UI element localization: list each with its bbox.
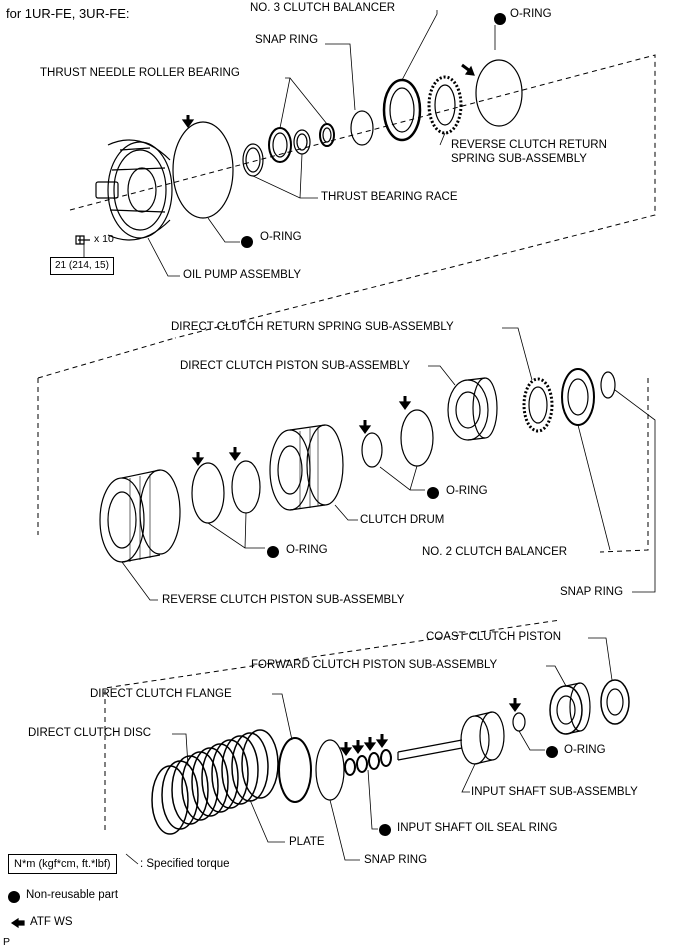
label-plate: PLATE — [289, 836, 325, 848]
label-input-shaft: INPUT SHAFT SUB-ASSEMBLY — [471, 786, 638, 798]
atf-arrows-mid — [191, 396, 412, 467]
non-reusable-dot — [379, 824, 391, 836]
non-reusable-dot — [241, 236, 253, 248]
label-oring-mid-left: O-RING — [286, 544, 328, 556]
legend-non-reusable-text: Non-reusable part — [26, 889, 119, 901]
non-reusable-dot — [267, 546, 279, 558]
panel-frame-bottom — [104, 619, 561, 830]
panel-frame-middle — [37, 337, 649, 553]
legend-torque-desc: : Specified torque — [140, 858, 230, 870]
input-shaft-oil-seal-rings-part — [344, 749, 392, 776]
label-direct-clutch-flange: DIRECT CLUTCH FLANGE — [90, 688, 232, 700]
non-reusable-dot — [546, 746, 558, 758]
label-bolt-count: x 10 — [94, 233, 114, 245]
label-forward-clutch-piston: FORWARD CLUTCH PISTON SUB-ASSEMBLY — [251, 659, 498, 671]
label-oring-bottom: O-RING — [564, 744, 606, 756]
no2-clutch-balancer-part — [561, 368, 595, 426]
oring-top-part — [475, 59, 523, 127]
snap-ring-bottom-part — [315, 739, 345, 801]
label-reverse-clutch-return-spring-1: REVERSE CLUTCH RETURN — [451, 139, 607, 151]
label-direct-clutch-disc: DIRECT CLUTCH DISC — [28, 727, 152, 739]
page-title: for 1UR-FE, 3UR-FE: — [6, 6, 130, 21]
snap-ring-top-part — [350, 110, 374, 146]
input-shaft-part — [397, 711, 505, 765]
direct-clutch-disc-stack-part — [151, 729, 279, 835]
label-oring-top: O-RING — [510, 8, 552, 20]
label-no3-clutch-balancer: NO. 3 CLUTCH BALANCER — [250, 2, 396, 14]
label-clutch-drum: CLUTCH DRUM — [360, 514, 445, 526]
legend-torque-box: N*m (kgf*cm, ft.*lbf) — [8, 854, 117, 874]
label-oring-mid: O-RING — [446, 485, 488, 497]
label-snap-ring-top: SNAP RING — [255, 34, 319, 46]
bolt-part — [75, 235, 90, 245]
label-direct-clutch-return-spring: DIRECT CLUTCH RETURN SPRING SUB-ASSEMBLY — [171, 321, 454, 333]
label-snap-ring-bottom: SNAP RING — [364, 854, 428, 866]
torque-box: 21 (214, 15) — [50, 257, 114, 275]
legend-non-reusable-dot — [8, 891, 20, 903]
direct-clutch-return-spring-part — [522, 377, 554, 433]
panel-frame-top — [69, 54, 656, 339]
forward-clutch-piston-part — [549, 682, 591, 735]
reverse-clutch-piston-part — [99, 469, 181, 563]
non-reusable-dot — [427, 487, 439, 499]
oring-mid-left-2-part — [231, 460, 261, 514]
non-reusable-dot — [494, 13, 506, 25]
direct-clutch-flange-part — [278, 737, 312, 803]
label-direct-clutch-piston: DIRECT CLUTCH PISTON SUB-ASSEMBLY — [180, 360, 411, 372]
label-thrust-needle-roller-bearing: THRUST NEEDLE ROLLER BEARING — [40, 67, 240, 79]
label-snap-ring-mid: SNAP RING — [560, 586, 624, 598]
legend-atf-arrow — [10, 917, 25, 929]
clutch-drum-part — [269, 424, 344, 511]
oring-bottom-part — [512, 712, 526, 732]
oring-mid-1-part — [361, 432, 383, 468]
atf-arrows-bottom — [339, 698, 522, 757]
label-oil-pump-assembly: OIL PUMP ASSEMBLY — [183, 269, 302, 281]
reverse-clutch-return-spring-part — [427, 75, 463, 135]
label-thrust-bearing-race: THRUST BEARING RACE — [321, 191, 458, 203]
oring-mid-left-1-part — [191, 462, 225, 524]
oil-pump-assembly-part — [95, 139, 173, 241]
oring-mid-2-part — [400, 409, 434, 467]
oring-large-part — [172, 121, 234, 219]
footer-code: P — [3, 936, 11, 948]
label-reverse-clutch-return-spring-2: SPRING SUB-ASSEMBLY — [451, 153, 587, 165]
thrust-bearing-2-part — [319, 123, 335, 147]
label-reverse-clutch-piston: REVERSE CLUTCH PISTON SUB-ASSEMBLY — [162, 594, 405, 606]
label-no2-clutch-balancer: NO. 2 CLUTCH BALANCER — [422, 546, 568, 558]
direct-clutch-piston-part — [447, 377, 498, 441]
snap-ring-mid-part — [600, 371, 616, 399]
no3-clutch-balancer-part — [382, 78, 422, 142]
label-coast-clutch-piston: COAST CLUTCH PISTON — [426, 631, 562, 643]
legend-atf-text: ATF WS — [30, 916, 73, 928]
label-oring-pump: O-RING — [260, 231, 302, 243]
coast-clutch-piston-part — [600, 679, 630, 725]
label-input-shaft-oil-seal-ring: INPUT SHAFT OIL SEAL RING — [397, 822, 558, 834]
